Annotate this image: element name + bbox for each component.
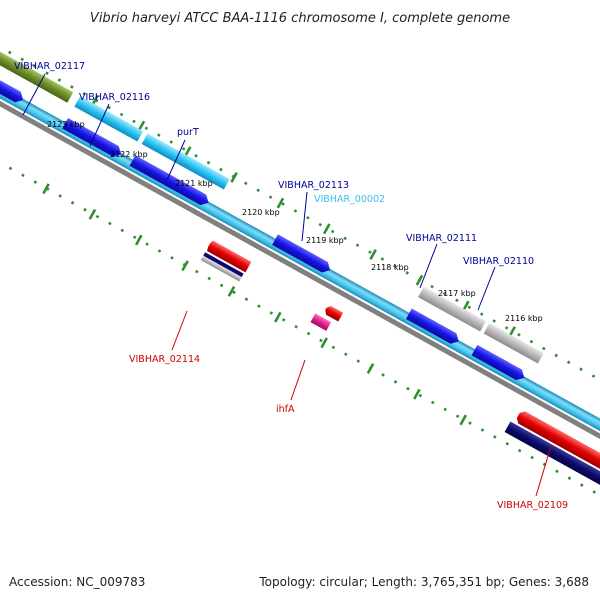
gene-label-vibhar-02117[interactable]: VIBHAR_02117 xyxy=(14,61,85,72)
genome-summary-text: Topology: circular; Length: 3,765,351 bp… xyxy=(258,575,589,589)
gene-feature-blue-3[interactable] xyxy=(129,155,212,208)
gene-feature-vibhar-02114-navy[interactable] xyxy=(203,252,244,278)
gene-feature-olive[interactable] xyxy=(0,45,74,103)
gene-label-vibhar-00002[interactable]: VIBHAR_00002 xyxy=(314,194,385,205)
gene-feature-vibhar-02114[interactable] xyxy=(206,240,252,273)
tick-rail-inner xyxy=(0,139,600,510)
gene-label-vibhar-02116[interactable]: VIBHAR_02116 xyxy=(79,92,150,103)
gene-label-vibhar-02109[interactable]: VIBHAR_02109 xyxy=(497,500,568,511)
gene-feature-vibhar-02111[interactable] xyxy=(418,286,487,332)
gene-feature-ihfa[interactable] xyxy=(310,313,332,331)
gene-label-vibhar-02114[interactable]: VIBHAR_02114 xyxy=(129,354,200,365)
gene-label-purt[interactable]: purT xyxy=(177,127,199,138)
tick-label: 2117 kbp xyxy=(438,289,476,298)
gene-feature-ihfa-red[interactable] xyxy=(323,305,344,322)
gene-feature-vibhar-02110[interactable] xyxy=(483,323,544,364)
tick-label: 2119 kbp xyxy=(306,236,344,245)
tick-label: 2120 kbp xyxy=(242,208,280,217)
tick-label: 2123 kbp xyxy=(47,120,85,129)
gene-label-vibhar-02111[interactable]: VIBHAR_02111 xyxy=(406,233,477,244)
accession-text: Accession: NC_009783 xyxy=(9,575,145,589)
major-ticks xyxy=(91,94,516,338)
gene-feature-vibhar-02116[interactable] xyxy=(74,96,144,142)
tick-label: 2122 kbp xyxy=(110,150,148,159)
gene-feature-blue-1[interactable] xyxy=(0,67,26,106)
gene-feature-vibhar-02109-red[interactable] xyxy=(515,409,600,489)
gene-feature-blue-2[interactable] xyxy=(62,117,124,160)
gene-feature-vibhar-02109[interactable] xyxy=(504,421,600,501)
tick-label: 2116 kbp xyxy=(505,314,543,323)
gene-label-vibhar-02110[interactable]: VIBHAR_02110 xyxy=(463,256,534,267)
inner-major-ticks xyxy=(42,183,468,426)
gene-label-vibhar-02113[interactable]: VIBHAR_02113 xyxy=(278,180,349,191)
tick-labels: 2123 kbp 2122 kbp 2121 kbp 2120 kbp 2119… xyxy=(47,120,543,323)
inner-ring xyxy=(0,83,600,476)
gene-feature-blue-5[interactable] xyxy=(405,308,462,347)
gene-feature-purt[interactable] xyxy=(141,133,230,190)
gene-label-ihfa[interactable]: ihfA xyxy=(276,404,295,415)
leader-lines xyxy=(22,73,552,497)
gene-labels: VIBHAR_02117 VIBHAR_02116 purT VIBHAR_02… xyxy=(14,61,568,511)
tick-label: 2121 kbp xyxy=(175,179,213,188)
tick-label: 2118 kbp xyxy=(371,263,409,272)
gene-feature-vibhar-02113[interactable] xyxy=(272,234,333,275)
gene-feature-vibhar-02114-gray[interactable] xyxy=(200,255,242,282)
map-title: Vibrio harveyi ATCC BAA-1116 chromosome … xyxy=(90,11,510,26)
gene-feature-blue-6[interactable] xyxy=(471,344,528,383)
